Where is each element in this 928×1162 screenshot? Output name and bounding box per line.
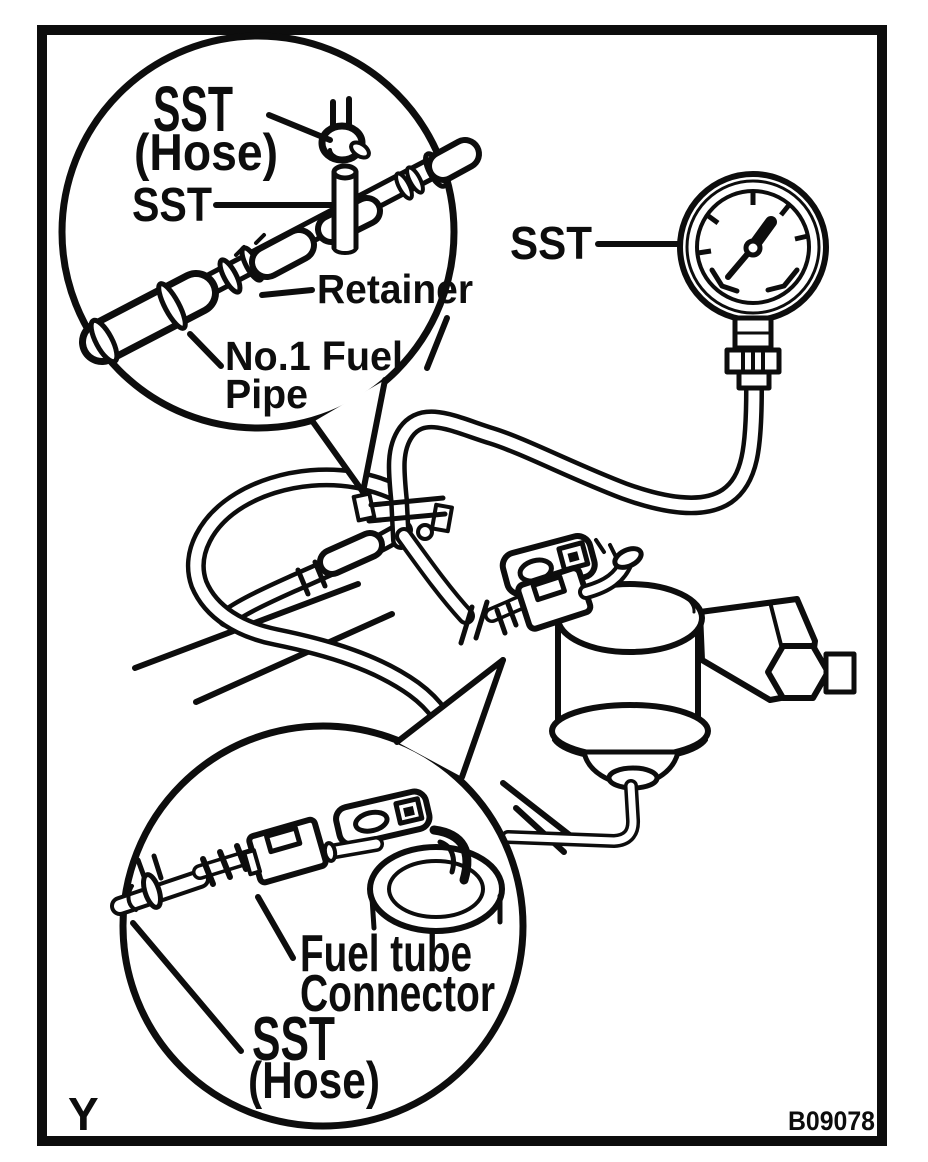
pipe-end-connector [79, 270, 219, 365]
sst-hose-label-line1: SST [153, 73, 233, 145]
fuel-tube-label-line2: Connector [300, 965, 495, 1023]
top-detail-inset: SST (Hose) SST Retainer No.1 Fuel Pipe [58, 32, 482, 495]
hose-clamp [458, 599, 490, 646]
retainer-leader [259, 287, 315, 298]
sst-hose-label-line2: (Hose) [248, 1052, 380, 1110]
inline-pipe-fitting [295, 530, 385, 597]
gauge-hose [386, 379, 764, 550]
filter-outlet-pipe [501, 779, 641, 848]
barbed-nipple [192, 843, 260, 887]
connector-body [515, 565, 594, 632]
fuel-hose-loop [185, 467, 466, 757]
filter-inlet-hose [395, 527, 532, 646]
gauge-ticks [697, 192, 809, 256]
quick-connector-body [242, 816, 329, 886]
fuel-tube-label-line1: Fuel tube [300, 925, 472, 983]
figure-code: B09078 [788, 1106, 875, 1136]
sst-hose-leader [130, 920, 244, 1054]
inset-pointer [394, 657, 506, 745]
sst-hose-clamp [318, 96, 371, 164]
retainer-label: Retainer [317, 266, 473, 312]
sst-hose-leader [266, 112, 333, 143]
fuel-tube-connector-leader [255, 894, 296, 961]
union-nut [249, 227, 317, 280]
gauge-stem-fitting [724, 315, 782, 391]
sst-tee-clamps [351, 491, 454, 541]
sst-tube-label: SST [132, 179, 212, 232]
fuel-pipe-label-line1: No.1 Fuel [225, 333, 403, 379]
fuel-filter [499, 533, 857, 848]
retainer-position-leader [424, 315, 450, 371]
pipe-stub [322, 836, 384, 863]
inset-pointer [310, 419, 366, 495]
barbed-nipple [484, 593, 532, 636]
filter-crimp-band [549, 702, 711, 760]
corner-mark: Y [68, 1088, 99, 1140]
upper-connector [394, 137, 482, 201]
sst-hose-label-line2: (Hose) [134, 124, 278, 182]
filter-top-detail [322, 788, 505, 934]
fuel-pipe-leader [187, 331, 224, 369]
gauge-needle [725, 216, 777, 280]
connector-hook [429, 825, 472, 885]
fuel-tube-connector [499, 533, 644, 632]
fuel-pipe-label-line2: Pipe [225, 371, 308, 417]
main-illustration: SST [132, 171, 857, 855]
filter-bracket [697, 596, 857, 703]
hose-clamp [126, 853, 164, 912]
sst-adapter-tube [331, 163, 359, 255]
sst-hose-label-line1: SST [252, 1005, 335, 1074]
connector-bracket-tab [333, 788, 433, 848]
figure-frame [37, 25, 887, 1146]
no1-fuel-pipe-assembly [79, 137, 482, 365]
gauge-sst-label: SST [510, 217, 592, 269]
bottom-detail-inset: Fuel tube Connector SST (Hose) [110, 657, 527, 1130]
sst-hose-detail [110, 816, 329, 916]
pressure-gauge: SST [510, 171, 829, 391]
bracket-bolt [765, 643, 831, 701]
